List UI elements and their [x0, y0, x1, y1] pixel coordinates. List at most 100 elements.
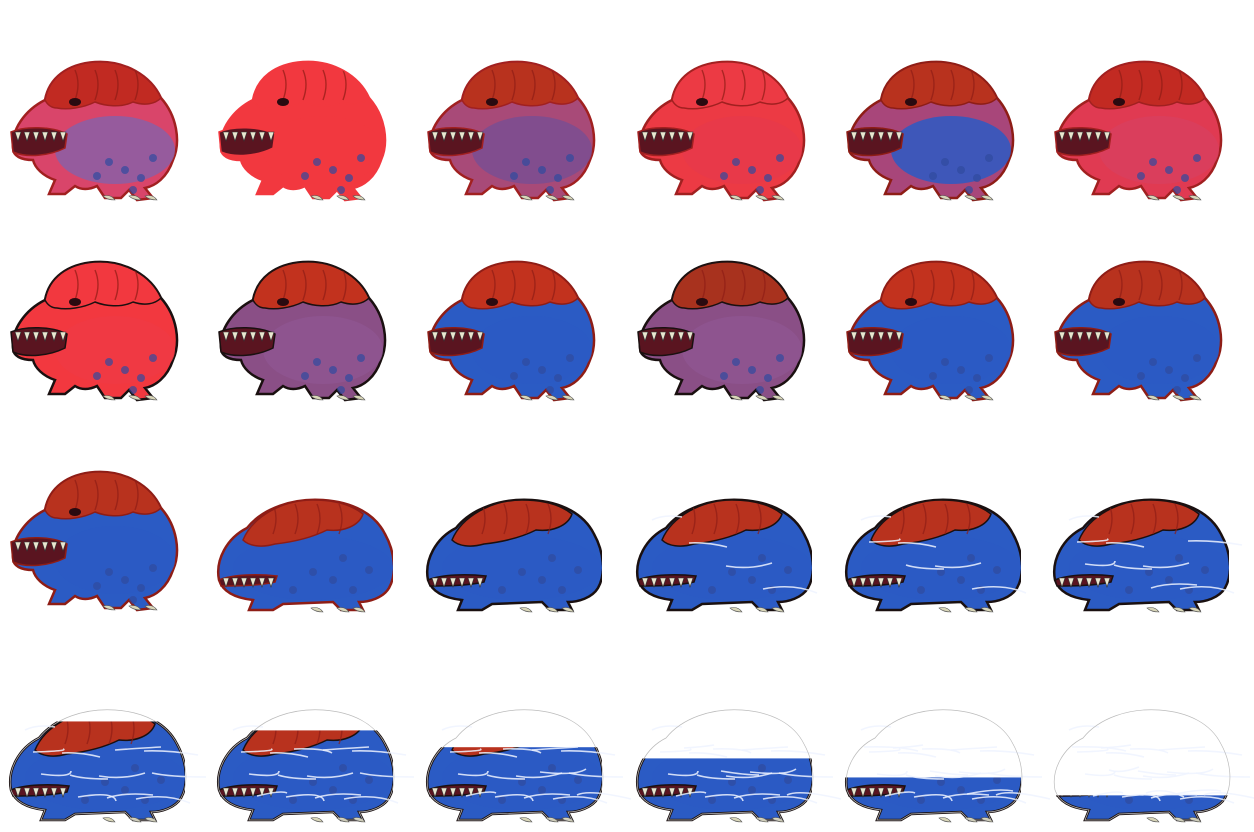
dissolve-streak	[1076, 538, 1109, 543]
tooth	[32, 541, 40, 552]
tooth	[641, 787, 649, 798]
sprite-frame	[841, 650, 1051, 830]
dissolve-streak	[863, 746, 919, 752]
tooth	[850, 577, 858, 588]
skin-spot	[1175, 764, 1183, 772]
dissolve-streak	[905, 564, 945, 570]
claw	[729, 395, 743, 401]
creature-eye	[277, 98, 289, 106]
skin-spot	[149, 564, 157, 572]
crest-ridge	[1118, 69, 1123, 101]
dissolve-streak	[905, 774, 945, 780]
tooth	[1058, 131, 1066, 142]
crest-ridge	[944, 503, 949, 535]
tooth	[641, 331, 649, 342]
tooth	[886, 131, 894, 142]
crest-ridge	[1138, 69, 1143, 101]
dissolve-streak	[1179, 795, 1235, 804]
claw	[1188, 395, 1202, 401]
dissolve-streak	[135, 795, 191, 804]
tooth	[23, 541, 31, 552]
crest-ridge	[525, 713, 530, 745]
dissolve-streak	[1137, 770, 1177, 776]
claw	[545, 195, 559, 201]
dissolve-streak	[651, 725, 683, 731]
dissolve-streak	[712, 748, 752, 754]
creature-sprite	[426, 708, 632, 823]
skin-spot	[957, 366, 965, 374]
tooth	[895, 577, 903, 588]
tooth	[440, 577, 448, 588]
tooth	[677, 787, 685, 798]
claw	[102, 817, 116, 823]
skin-spot	[708, 796, 716, 804]
tooth	[868, 331, 876, 342]
claw	[336, 607, 350, 613]
crest-ridge	[910, 269, 915, 301]
tooth	[222, 787, 230, 798]
crest-ridge	[531, 69, 536, 101]
claw	[1146, 395, 1160, 401]
skin-spot	[518, 778, 526, 786]
skin-spot	[965, 386, 973, 394]
skin-spot	[339, 764, 347, 772]
crest-ridge	[735, 503, 740, 535]
dissolve-streak	[1084, 770, 1116, 777]
creature-sprite	[846, 260, 1015, 402]
crest-ridge	[1178, 269, 1183, 301]
sprite-frame	[213, 650, 415, 830]
tooth	[1085, 131, 1093, 142]
skin-spot	[1145, 778, 1153, 786]
sprite-frame	[5, 440, 185, 620]
dissolve-streak	[69, 774, 109, 780]
tooth	[668, 131, 676, 142]
skin-spot	[574, 566, 582, 574]
skin-spot	[937, 778, 945, 786]
dissolve-streak	[1113, 564, 1153, 570]
dissolve-streak	[1129, 748, 1169, 754]
ghost-outline	[636, 709, 814, 821]
tooth	[1058, 787, 1066, 798]
crest-ridge	[910, 69, 915, 101]
claw	[938, 195, 952, 201]
creature-sprite	[1053, 708, 1254, 823]
skin-spot	[929, 172, 937, 180]
sprite-frame	[213, 30, 393, 210]
tooth	[877, 331, 885, 342]
crest-ridge	[721, 69, 726, 101]
crest-ridge	[1158, 269, 1163, 301]
dissolve-streak	[860, 725, 892, 731]
creature-crest	[661, 709, 783, 757]
tooth	[458, 577, 466, 588]
dissolve-streak	[688, 752, 728, 758]
creature-sprite	[217, 708, 415, 823]
skin-spot	[105, 358, 113, 366]
crest-ridge	[757, 713, 762, 745]
tooth	[850, 331, 858, 342]
creature-crest	[451, 709, 573, 757]
creature-crest	[870, 709, 992, 757]
claw	[964, 607, 978, 613]
sprite-frame	[632, 650, 842, 830]
skin-spot	[1149, 358, 1157, 366]
sprite-frame	[632, 30, 812, 210]
skin-spot	[121, 166, 129, 174]
dissolve-streak	[929, 770, 969, 776]
crest-ridge	[511, 69, 516, 101]
crest-ridge	[134, 269, 139, 301]
tooth	[659, 331, 667, 342]
sprite-frame	[632, 440, 818, 620]
dissolve-streak	[971, 795, 1027, 804]
crest-ridge	[547, 713, 552, 745]
creature-sprite	[426, 498, 605, 613]
tooth	[686, 577, 694, 588]
sprite-frame	[1049, 440, 1243, 620]
sprite-frame	[841, 230, 1021, 410]
crest-ridge	[282, 269, 287, 301]
dissolve-streak	[786, 791, 842, 800]
dissolve-streak	[720, 770, 760, 776]
tooth	[1076, 787, 1084, 798]
crest-ridge	[108, 713, 113, 745]
creature-belly	[1099, 116, 1219, 184]
